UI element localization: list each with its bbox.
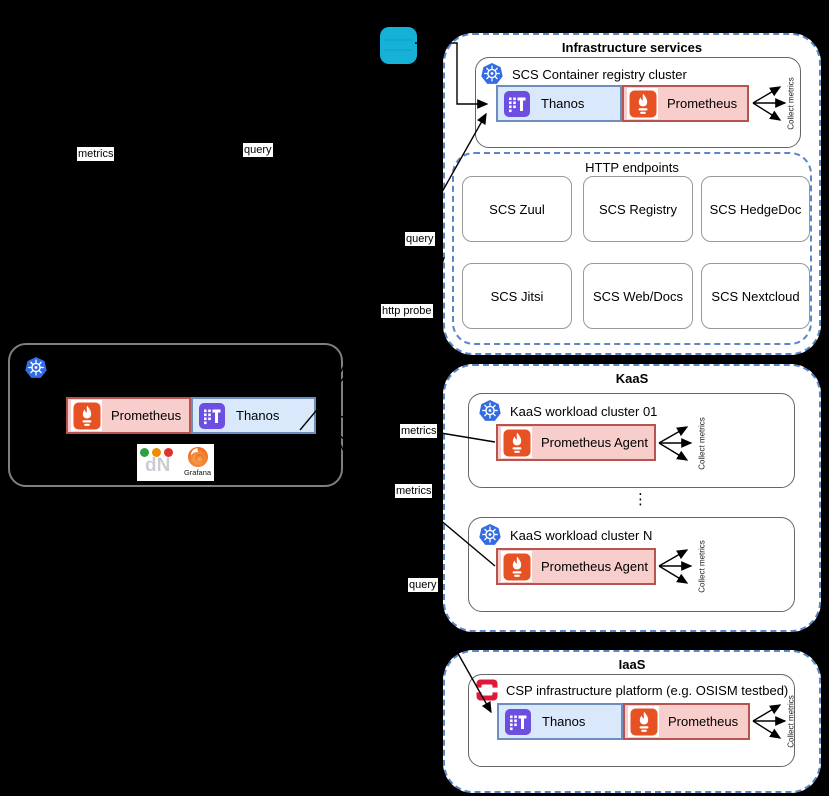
kaas-n-agent-label: Prometheus Agent (541, 559, 648, 574)
collect-metrics-label: Collect metrics (786, 695, 796, 748)
edge-label-query-top: query (243, 143, 273, 157)
edge-label-query-iaas: query (408, 578, 438, 592)
kaas-title: KaaS (615, 371, 649, 386)
thanos-icon (501, 88, 532, 119)
dnation-label: dN (145, 455, 171, 476)
edge-label-query-registry: query (405, 232, 435, 246)
csp-platform-label: CSP infrastructure platform (e.g. OSISM … (506, 682, 789, 698)
edge-label-metrics-top: metrics (77, 147, 115, 161)
prometheus-icon (501, 427, 532, 458)
iaas-prometheus-label: Prometheus (668, 714, 739, 729)
registry-prometheus-box: Prometheus (622, 85, 749, 122)
endpoint-scs-webdocs: SCS Web/Docs (583, 263, 693, 329)
observer-cluster: Prometheus Thanos dN Grafana (8, 343, 343, 487)
grafana-icon (187, 447, 208, 467)
endpoint-label: SCS Web/Docs (592, 288, 684, 304)
registry-prometheus-label: Prometheus (667, 96, 738, 111)
dnation-dots-icon (137, 444, 181, 457)
http-endpoints-title: HTTP endpoints (585, 160, 679, 175)
kaas-zone: KaaS KaaS workload cluster 01 Prometheus… (443, 364, 821, 632)
openstack-icon (476, 679, 498, 701)
kaas-n-prometheus-agent-box: Prometheus Agent (496, 548, 656, 585)
prometheus-icon (627, 88, 658, 119)
object-storage-icon (380, 27, 417, 69)
endpoint-scs-zuul: SCS Zuul (462, 176, 572, 242)
observer-logos: dN Grafana (137, 444, 214, 481)
registry-thanos-box: Thanos (496, 85, 622, 122)
observer-thanos-label: Thanos (236, 408, 280, 423)
registry-cluster-label: SCS Container registry cluster (512, 66, 687, 82)
thanos-icon (502, 706, 533, 737)
iaas-prometheus-box: Prometheus (623, 703, 750, 740)
endpoint-label: SCS Nextcloud (711, 288, 800, 304)
kubernetes-icon (24, 356, 48, 379)
iaas-title: IaaS (618, 657, 646, 672)
grafana-label: Grafana (183, 468, 212, 477)
thanos-icon (196, 400, 227, 431)
infrastructure-services-title: Infrastructure services (561, 40, 703, 55)
kaas-clusters-ellipsis: ⋮ (633, 491, 648, 508)
observer-thanos-box: Thanos (191, 397, 316, 434)
kaas-01-prometheus-agent-box: Prometheus Agent (496, 424, 656, 461)
prometheus-icon (628, 706, 659, 737)
edge-label-http-probe: http probe (381, 304, 433, 318)
kubernetes-icon (478, 523, 502, 546)
endpoint-scs-jitsi: SCS Jitsi (462, 263, 572, 329)
kaas-cluster-n-label: KaaS workload cluster N (510, 527, 653, 543)
iaas-thanos-box: Thanos (497, 703, 623, 740)
http-endpoints-box: HTTP endpoints SCS Zuul SCS Registry SCS… (452, 152, 812, 345)
registry-thanos-label: Thanos (541, 96, 585, 111)
dnation-logo: dN (137, 444, 181, 481)
observer-prometheus-label: Prometheus (111, 408, 182, 423)
endpoint-scs-registry: SCS Registry (583, 176, 693, 242)
iaas-thanos-label: Thanos (542, 714, 586, 729)
prometheus-icon (501, 551, 532, 582)
kaas-cluster-01-box: KaaS workload cluster 01 Prometheus Agen… (468, 393, 795, 488)
registry-cluster-box: SCS Container registry cluster Thanos Pr… (475, 57, 801, 148)
endpoint-scs-hedgedoc: SCS HedgeDoc (701, 176, 810, 242)
endpoint-label: SCS Jitsi (490, 288, 544, 304)
collect-metrics-label: Collect metrics (786, 77, 796, 130)
endpoint-label: SCS HedgeDoc (709, 201, 802, 217)
iaas-zone: IaaS CSP infrastructure platform (e.g. O… (443, 650, 821, 793)
edge-label-metrics-kaasn: metrics (395, 484, 433, 498)
collect-metrics-label: Collect metrics (697, 417, 707, 470)
kaas-cluster-n-box: KaaS workload cluster N Prometheus Agent (468, 517, 795, 612)
infrastructure-services-zone: Infrastructure services SCS Container re… (443, 33, 821, 355)
endpoint-label: SCS Zuul (489, 201, 545, 217)
kaas-cluster-01-label: KaaS workload cluster 01 (510, 403, 658, 419)
observer-prometheus-box: Prometheus (66, 397, 191, 434)
collect-metrics-label: Collect metrics (697, 540, 707, 593)
csp-platform-box: CSP infrastructure platform (e.g. OSISM … (468, 674, 795, 767)
edge-label-metrics-kaas01: metrics (400, 424, 438, 438)
kaas-01-agent-label: Prometheus Agent (541, 435, 648, 450)
prometheus-icon (71, 400, 102, 431)
kubernetes-icon (480, 62, 504, 85)
endpoint-scs-nextcloud: SCS Nextcloud (701, 263, 810, 329)
grafana-logo: Grafana (181, 444, 214, 481)
endpoint-label: SCS Registry (598, 201, 678, 217)
kubernetes-icon (478, 399, 502, 422)
